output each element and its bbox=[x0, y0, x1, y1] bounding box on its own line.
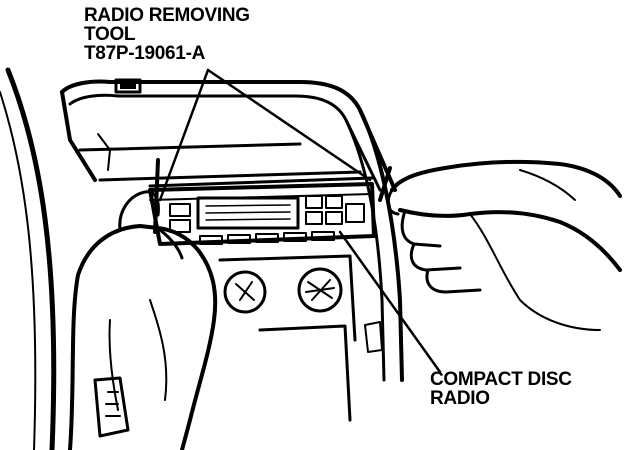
tool-callout-line1: RADIO REMOVING bbox=[84, 5, 250, 26]
tool-callout: RADIO REMOVING TOOL T87P-19061-A bbox=[84, 6, 250, 63]
steering-wheel bbox=[0, 67, 57, 450]
radio-callout-line1: COMPACT DISC bbox=[430, 369, 572, 390]
leader-lines bbox=[158, 68, 442, 374]
climate-knobs bbox=[223, 267, 343, 314]
left-hand bbox=[68, 190, 218, 450]
right-hand bbox=[386, 159, 622, 331]
tool-callout-line2: TOOL bbox=[84, 24, 136, 45]
radio-callout-line2: RADIO bbox=[430, 388, 490, 409]
tool-callout-line3: T87P-19061-A bbox=[84, 43, 206, 64]
radio-callout: COMPACT DISC RADIO bbox=[430, 370, 572, 408]
